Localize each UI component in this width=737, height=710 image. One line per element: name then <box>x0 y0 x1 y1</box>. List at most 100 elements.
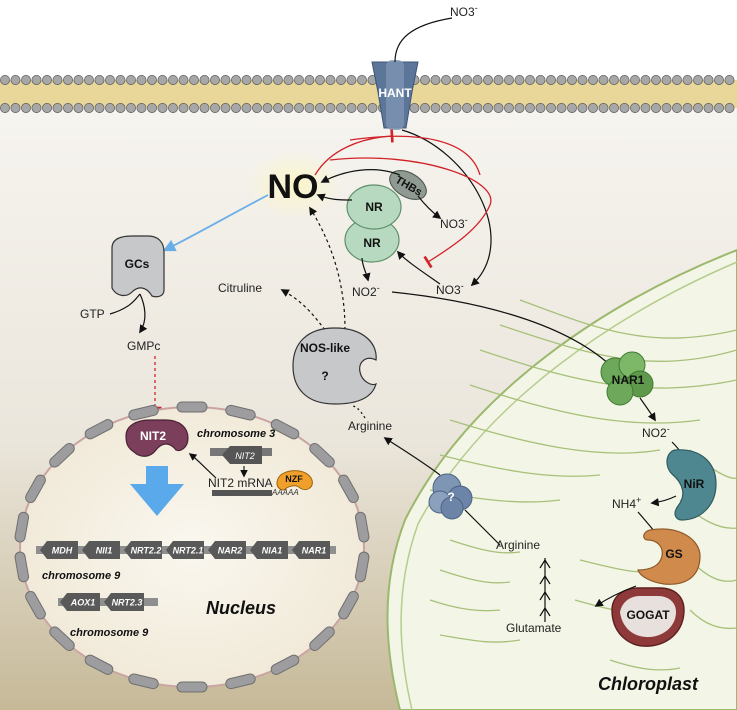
lipid-head <box>651 75 661 85</box>
lipid-head <box>525 75 535 85</box>
nuclear-envelope-segment <box>128 673 159 690</box>
glutamate-to-arginine-steps <box>539 558 551 622</box>
nos-to-citruline-arrow <box>280 289 326 331</box>
gene-label: NRT2.2 <box>131 546 162 556</box>
nuclear-envelope-segment <box>270 654 300 675</box>
nuclear-envelope-segment <box>84 654 114 675</box>
lipid-head <box>273 75 283 85</box>
nuclear-envelope-segment <box>225 404 256 421</box>
nuclear-envelope-segment <box>176 681 208 693</box>
gogat-enzyme: GOGAT <box>611 587 685 647</box>
nitrate-to-nr-arrow <box>396 250 441 285</box>
lipid-head <box>483 103 493 113</box>
gtp-in-line <box>109 293 141 315</box>
chromosome9-a-label: chromosome 9 <box>42 570 121 582</box>
lipid-head <box>199 103 210 113</box>
nit2-protein: NIT2 <box>125 419 189 457</box>
lipid-head <box>252 103 262 113</box>
nuclear-envelope-segment <box>354 511 370 543</box>
lipid-head <box>241 75 252 85</box>
glutamate-label: Glutamate <box>506 621 562 635</box>
lipid-head <box>105 75 115 85</box>
lipid-head <box>714 103 724 113</box>
gs-to-gogat-arrow <box>594 585 637 607</box>
lipid-head <box>325 103 336 113</box>
lipid-head <box>252 75 262 85</box>
lipid-head <box>546 75 556 85</box>
nit2-induction-arrow <box>130 466 184 516</box>
hant-label: HANT <box>378 86 412 100</box>
nir-enzyme: NiR <box>666 449 717 521</box>
lipid-head <box>346 103 357 113</box>
lipid-head <box>535 75 546 85</box>
nos-like-question: ? <box>321 369 328 383</box>
lipid-head <box>126 103 136 113</box>
nuclear-envelope-segment <box>14 551 30 583</box>
nitrite-to-nar1-line <box>391 291 611 366</box>
lipid-head <box>577 103 588 113</box>
chromosome9-b-label: chromosome 9 <box>70 627 149 639</box>
hant-transporter: HANT <box>371 60 419 130</box>
hant-to-nitrate-arrow <box>401 129 492 287</box>
lipid-head <box>231 75 241 85</box>
nuclear-envelope-segment <box>338 474 359 504</box>
lipid-head <box>703 103 714 113</box>
lipid-head <box>283 103 294 113</box>
lipid-head <box>42 103 52 113</box>
nr-bottom-label: NR <box>363 236 381 250</box>
lipid-head <box>462 75 472 85</box>
nr-top-label: NR <box>365 200 383 214</box>
citruline-label: Citruline <box>218 281 262 295</box>
lipid-head <box>136 103 147 113</box>
lipid-head <box>420 75 430 85</box>
gene-label: NAR2 <box>218 546 243 556</box>
lipid-head <box>640 103 651 113</box>
lipid-head <box>189 75 199 85</box>
lipid-head <box>588 75 598 85</box>
gene-block <box>40 541 78 559</box>
gene-block <box>124 541 162 559</box>
lipid-head <box>168 75 178 85</box>
gene-block <box>82 541 120 559</box>
gs-enzyme: GS <box>637 528 701 585</box>
nar1-label: NAR1 <box>612 373 645 387</box>
chloroplast-title: Chloroplast <box>598 674 699 694</box>
nuclear-envelope-segment <box>176 401 208 413</box>
lipid-head <box>661 103 672 113</box>
gene-label: NRT2.3 <box>112 598 143 608</box>
lipid-head <box>210 103 220 113</box>
lipid-head <box>63 103 73 113</box>
gtp-to-gmpc-arrow <box>139 293 148 334</box>
nuclear-envelope-segment <box>128 404 159 421</box>
lipid-head <box>556 75 567 85</box>
lipid-head <box>147 103 157 113</box>
polya-tail: AAAAA <box>271 488 299 497</box>
lipid-head <box>294 75 304 85</box>
lipid-head <box>73 75 84 85</box>
lipid-head <box>126 75 136 85</box>
lipid-head <box>598 75 609 85</box>
nuclear-envelope-segment <box>270 419 300 440</box>
lipid-head <box>504 103 514 113</box>
nuclear-envelope-segment <box>49 626 75 652</box>
arginine-to-nos-line <box>351 405 366 419</box>
lipid-head <box>357 75 367 85</box>
gcs-label: GCs <box>125 257 150 271</box>
lipid-head <box>493 75 504 85</box>
mrna-to-nit2-arrow <box>188 453 217 479</box>
nr-top-subunit <box>346 184 402 230</box>
thbs-to-nitrate-arrow <box>417 195 442 220</box>
nuclear-envelope-segment <box>25 474 46 504</box>
lipid-head <box>682 75 693 85</box>
nuclear-envelope-segment <box>84 419 114 440</box>
chromosome3-label: chromosome 3 <box>197 428 275 440</box>
lipid-head <box>462 103 472 113</box>
nuclear-envelope-segments <box>14 401 370 693</box>
nos-like-label: NOS-like <box>300 341 350 355</box>
lipid-head <box>357 103 367 113</box>
lipid-head <box>31 75 42 85</box>
lipid-head <box>157 103 168 113</box>
nitrite-label: NO2- <box>352 283 380 299</box>
lipid-head <box>315 75 325 85</box>
